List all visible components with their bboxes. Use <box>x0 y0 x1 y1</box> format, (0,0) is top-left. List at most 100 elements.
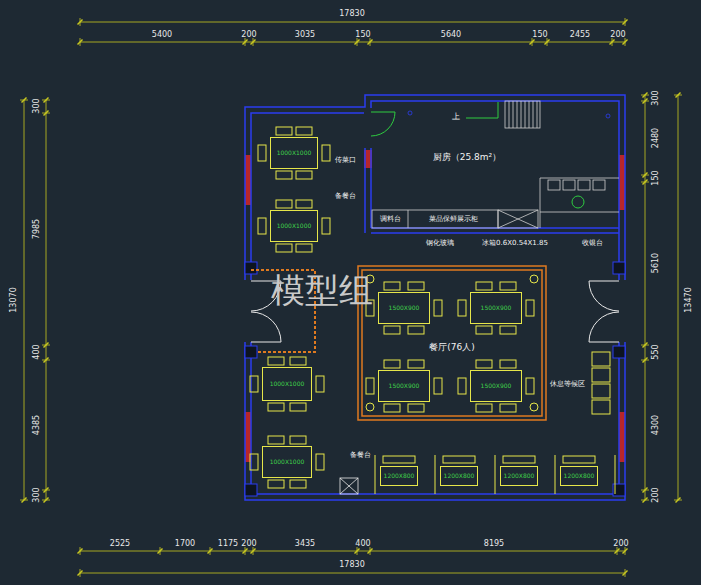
chair <box>434 300 442 316</box>
dimension-text: 5400 <box>152 31 172 39</box>
door-swing <box>251 312 281 342</box>
dimension-tick <box>643 358 648 363</box>
door-swing <box>589 312 619 342</box>
wall <box>251 101 619 494</box>
dimension-tick <box>530 40 535 45</box>
dimension-line <box>80 551 625 552</box>
chair <box>250 454 258 470</box>
table: 1200X800 <box>560 466 598 486</box>
dimension-text: 200 <box>613 540 628 548</box>
table: 1500X900 <box>378 292 430 324</box>
kitchen-door <box>371 102 498 136</box>
wall <box>245 95 625 500</box>
kitchen-fixture <box>498 210 538 228</box>
dimension-tick <box>44 98 49 103</box>
room-label: 收银台 <box>582 240 603 247</box>
chair <box>290 403 306 411</box>
dimension-tick <box>368 549 373 554</box>
kitchen-fixture <box>408 111 412 115</box>
chair <box>443 456 475 463</box>
dimension-line <box>678 95 679 500</box>
chair <box>458 378 466 394</box>
chair <box>316 376 324 392</box>
dimension-text: 200 <box>610 31 625 39</box>
booth-partition <box>375 455 615 494</box>
dimension-text: 400 <box>355 540 370 548</box>
dimension-text: 2525 <box>110 540 130 548</box>
dimension-text: 4300 <box>652 415 660 435</box>
waiting-seat <box>592 384 610 398</box>
dimension-tick <box>355 40 360 45</box>
chair <box>290 436 306 444</box>
chair <box>458 300 466 316</box>
table: 1200X800 <box>380 466 418 486</box>
kitchen-fixture <box>578 180 590 190</box>
kitchen-door <box>466 102 498 118</box>
dimension-tick <box>610 40 615 45</box>
waiting-seat <box>592 352 610 414</box>
chair <box>296 244 312 252</box>
chair <box>322 218 330 234</box>
dimension-tick <box>44 111 49 116</box>
dimension-text: 550 <box>652 344 660 359</box>
planter <box>530 403 538 411</box>
table: 1000X1000 <box>262 367 312 401</box>
chair <box>476 326 492 334</box>
table: 1500X900 <box>470 292 522 324</box>
chair <box>276 171 292 179</box>
chair <box>476 282 492 290</box>
service-counter <box>340 478 358 494</box>
dimension-line <box>24 100 25 500</box>
dimension-tick <box>251 549 256 554</box>
room-label: 上 <box>452 113 460 121</box>
booth-enclosure <box>358 266 546 420</box>
room-label: 厨房（25.8m²） <box>433 153 501 162</box>
service-counter <box>340 478 358 494</box>
chair <box>500 360 516 368</box>
dimension-text: 200 <box>241 540 256 548</box>
dimension-text: 1175 <box>218 540 238 548</box>
dimension-text: 7985 <box>33 219 41 239</box>
dimension-tick <box>623 40 628 45</box>
dimension-tick <box>78 549 83 554</box>
chair <box>383 456 415 463</box>
chair <box>366 378 374 394</box>
dimension-text: 5610 <box>652 253 660 273</box>
dimension-text: 150 <box>652 170 660 185</box>
column <box>613 262 625 274</box>
planter <box>366 403 374 411</box>
column <box>245 262 257 274</box>
dimension-tick <box>643 343 648 348</box>
dimension-tick <box>615 549 620 554</box>
chair <box>500 326 516 334</box>
table-size: 1000X1000 <box>270 459 305 465</box>
room-label: 备餐台 <box>335 193 356 200</box>
dimension-text: 300 <box>33 98 41 113</box>
dimension-tick <box>78 40 83 45</box>
dimension-text: 17830 <box>339 561 364 569</box>
chair <box>476 404 492 412</box>
kitchen-fixture <box>563 180 575 190</box>
chair <box>500 282 516 290</box>
booth-enclosure <box>362 270 542 416</box>
dimension-tick <box>243 40 248 45</box>
chair <box>296 127 312 135</box>
dimension-tick <box>355 549 360 554</box>
dimension-tick <box>368 40 373 45</box>
planter <box>530 275 538 283</box>
chair <box>384 326 400 334</box>
chair <box>526 300 534 316</box>
window <box>619 412 625 462</box>
chair <box>563 456 595 463</box>
dimension-text: 13070 <box>10 287 18 312</box>
door-opening <box>243 108 627 342</box>
table: 1500X900 <box>378 370 430 402</box>
dimension-tick <box>643 173 648 178</box>
table-size: 1500X900 <box>481 305 512 311</box>
chair <box>434 378 442 394</box>
door-opening <box>364 108 373 148</box>
table: 1000X1000 <box>262 446 312 478</box>
kitchen-fixture <box>408 210 409 228</box>
stairs <box>505 101 540 128</box>
dimension-line <box>46 100 47 500</box>
